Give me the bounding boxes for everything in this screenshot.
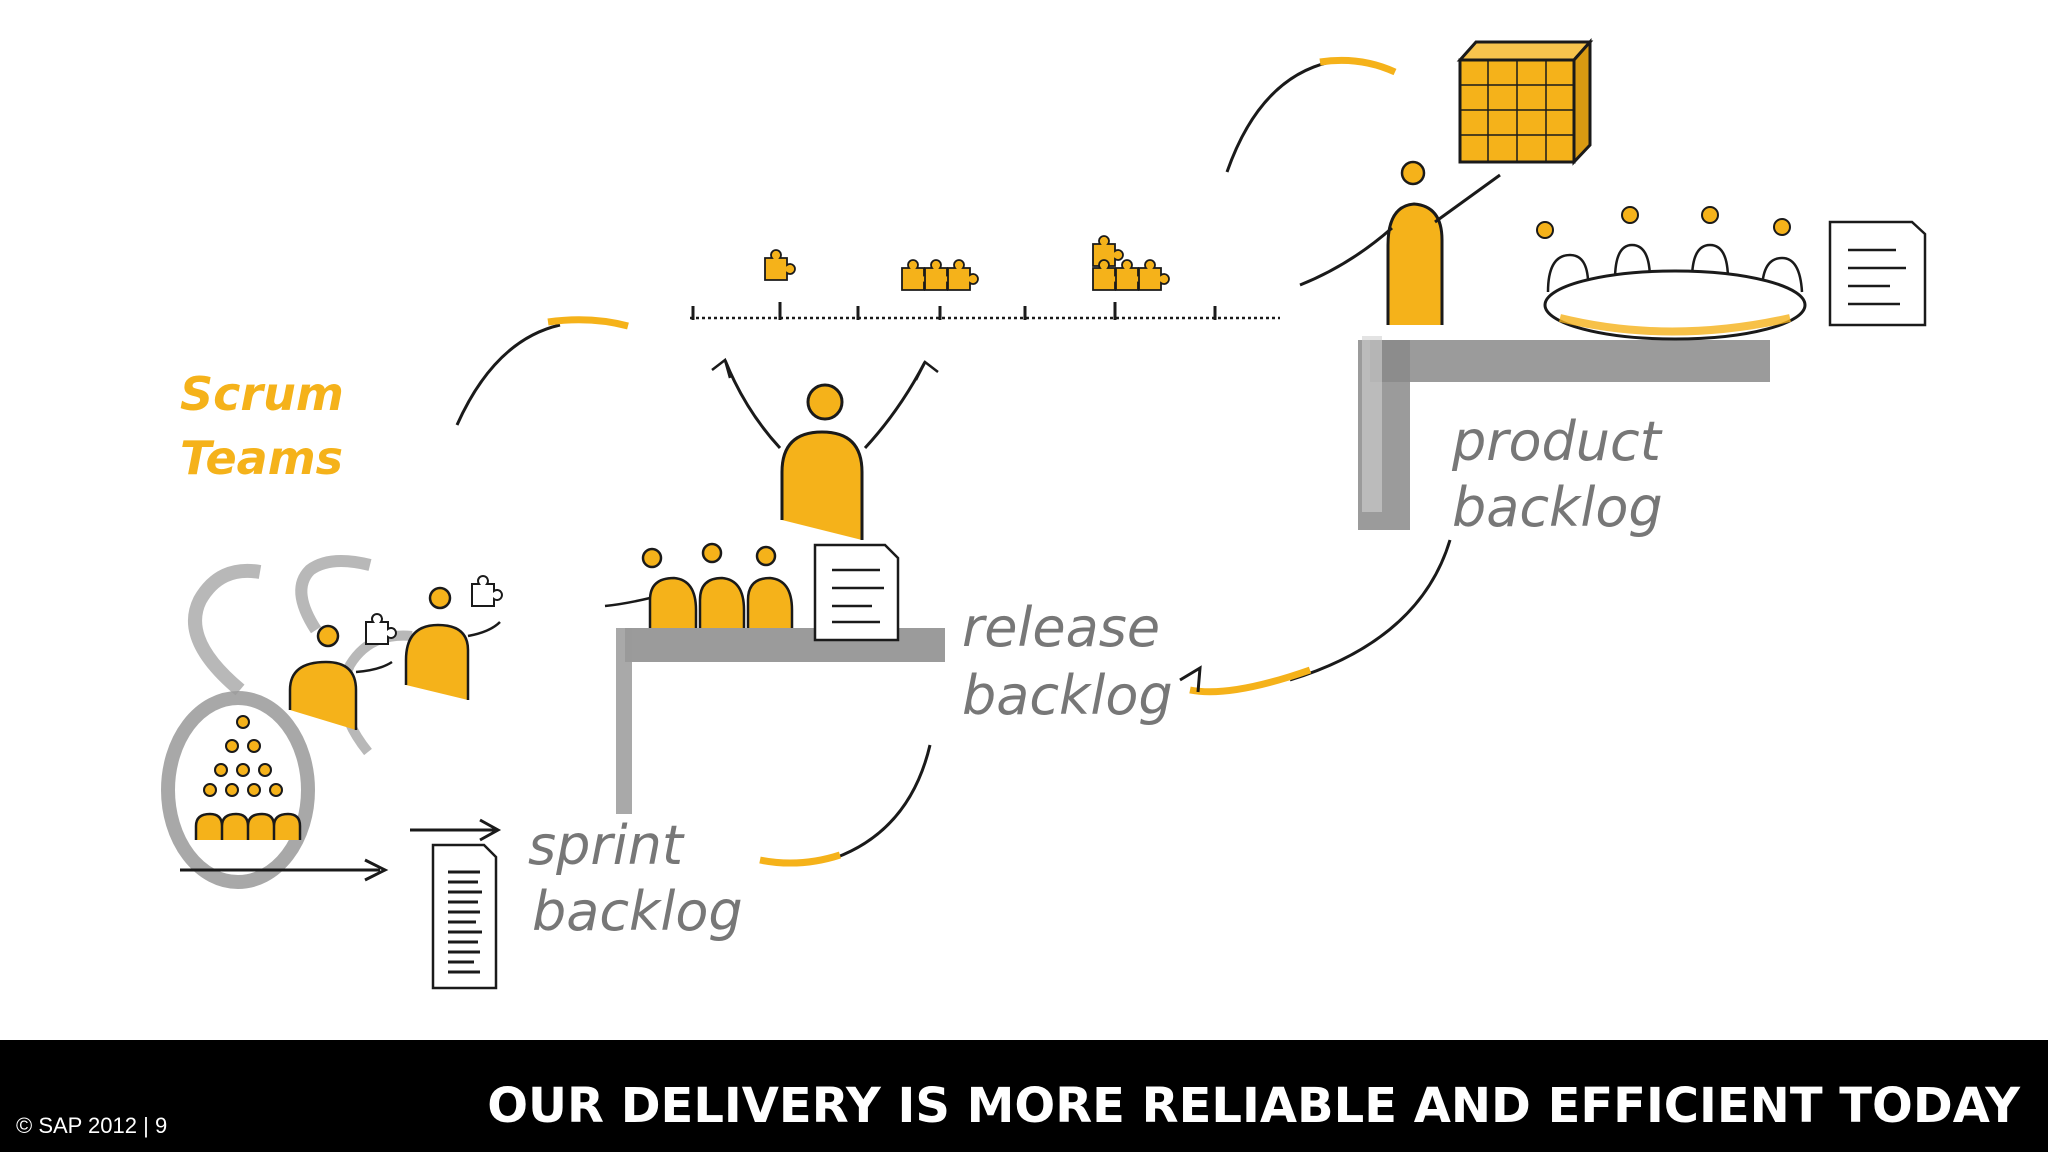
flow-arc-icon: [455, 56, 1452, 867]
release-backlog-shelf: [616, 628, 945, 814]
product-cube-icon: [1456, 38, 1594, 166]
product-backlog-label-line2: backlog: [1452, 476, 1663, 539]
product-owner-person-icon: [1299, 160, 1501, 325]
sprint-backlog-label-line2: backlog: [532, 880, 743, 943]
release-backlog-label-line2: backlog: [962, 664, 1173, 727]
scrum-teams-label-line1: Scrum: [180, 367, 344, 421]
release-document-icon: [813, 543, 900, 642]
slide-headline: OUR DELIVERY IS MORE RELIABLE AND EFFICI…: [487, 1078, 2020, 1134]
scrum-crowd-person-icon: [194, 715, 302, 840]
sprint-backlog-label-line1: sprint: [528, 814, 685, 877]
release-backlog-label-line1: release: [962, 596, 1160, 659]
release-team-person-icon: [604, 542, 794, 628]
scrum-teams-label-line2: Teams: [180, 431, 343, 485]
illustration-area: Scrum Teams product backlog release back…: [161, 38, 1927, 990]
copyright-text: © SAP 2012 | 9: [16, 1113, 168, 1138]
sprint-document-icon: [431, 843, 498, 990]
product-backlog-label-line1: product: [1451, 410, 1663, 473]
release-timeline-icon: [690, 302, 1280, 320]
scrum-process-illustration: Scrum Teams product backlog release back…: [161, 38, 1927, 990]
release-manager-person-icon: [711, 357, 939, 540]
release-puzzle-piece-icon: [764, 235, 1170, 291]
stakeholder-table-icon: [1536, 206, 1927, 341]
product-backlog-shelf: [1358, 336, 1770, 530]
scrum-team-person-icon: [288, 586, 501, 730]
footer-bar: [0, 1040, 2048, 1152]
